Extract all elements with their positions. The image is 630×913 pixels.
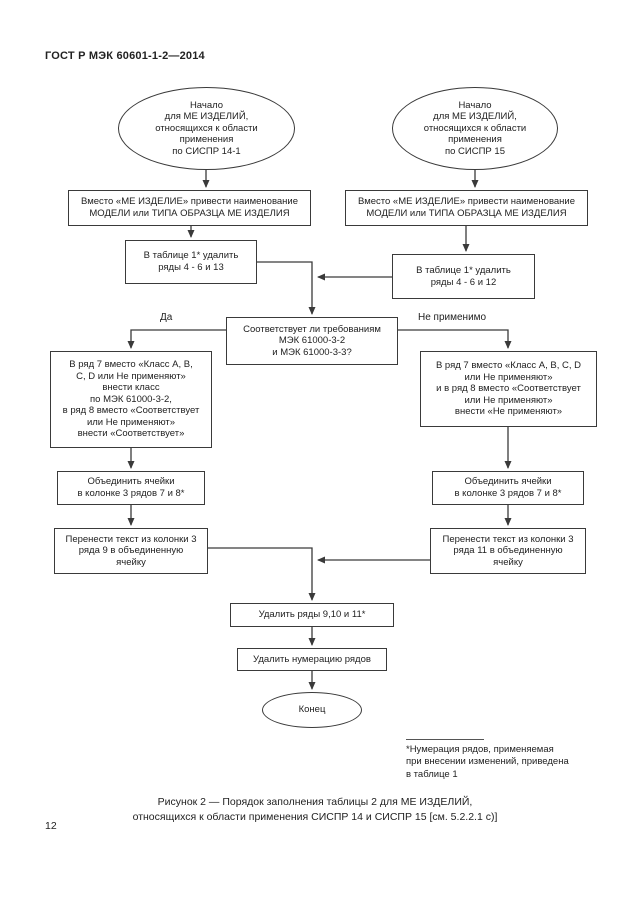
end-ellipse: Конец (262, 692, 362, 728)
move-text-box-left: Перенести текст из колонки 3 ряда 9 в об… (54, 528, 208, 574)
figure-caption: Рисунок 2 — Порядок заполнения таблицы 2… (132, 796, 498, 824)
start-ellipse-cispr14: Начало для МЕ ИЗДЕЛИЙ, относящихся к обл… (118, 87, 295, 170)
footnote-text: *Нумерация рядов, применяемая при внесен… (406, 744, 569, 780)
edit-row7-8-box-right: В ряд 7 вместо «Класс А, В, С, D или Не … (420, 351, 597, 427)
rename-model-box-left: Вместо «МЕ ИЗДЕЛИЕ» привести наименовани… (68, 190, 311, 226)
page-number: 12 (45, 820, 57, 832)
merge-cells-box-left: Объединить ячейки в колонке 3 рядов 7 и … (57, 471, 205, 505)
footnote-rule (406, 739, 484, 740)
edit-row7-8-box-left: В ряд 7 вместо «Класс А, В, С, D или Не … (50, 351, 212, 448)
delete-rows-9-10-11-box: Удалить ряды 9,10 и 11* (230, 603, 394, 627)
delete-rows-box-left: В таблице 1* удалить ряды 4 - 6 и 13 (125, 240, 257, 284)
document-header: ГОСТ Р МЭК 60601-1-2—2014 (45, 50, 205, 62)
branch-label-not-applicable: Не применимо (416, 312, 489, 323)
delete-rows-box-right: В таблице 1* удалить ряды 4 - 6 и 12 (392, 254, 535, 299)
branch-label-yes: Да (158, 312, 175, 323)
move-text-box-right: Перенести текст из колонки 3 ряда 11 в о… (430, 528, 586, 574)
start-ellipse-cispr15: Начало для МЕ ИЗДЕЛИЙ, относящихся к обл… (392, 87, 558, 170)
delete-numbering-box: Удалить нумерацию рядов (237, 648, 387, 671)
merge-cells-box-right: Объединить ячейки в колонке 3 рядов 7 и … (432, 471, 584, 505)
compliance-decision-box: Соответствует ли требованиям МЭК 61000-3… (226, 317, 398, 365)
rename-model-box-right: Вместо «МЕ ИЗДЕЛИЕ» привести наименовани… (345, 190, 588, 226)
